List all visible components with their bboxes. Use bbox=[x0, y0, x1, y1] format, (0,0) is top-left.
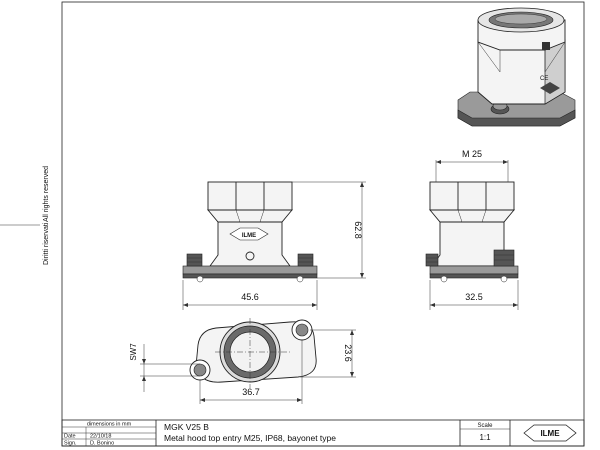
dim-front-height: 62.8 bbox=[292, 181, 366, 279]
svg-text:ILME: ILME bbox=[540, 429, 560, 438]
side-view bbox=[425, 181, 519, 283]
dim-top-height: 23.6 bbox=[300, 329, 356, 378]
top-view bbox=[189, 318, 317, 388]
dim-front-width: 45.6 bbox=[182, 280, 318, 310]
dim-side-thread: M 25 bbox=[435, 149, 509, 182]
dim-front-width-value: 45.6 bbox=[241, 292, 259, 302]
svg-text:ILME: ILME bbox=[242, 233, 256, 239]
front-view: ILME bbox=[182, 181, 318, 283]
title-logo: ILME bbox=[523, 424, 577, 442]
side-note-rights-en: All rights reserved bbox=[43, 166, 50, 222]
dim-wrench: SW7 bbox=[129, 343, 200, 392]
title-units-note: dimensions in mm bbox=[87, 422, 132, 428]
dim-top-width-value: 36.7 bbox=[242, 387, 260, 397]
side-note-rights-it: Diritti riservati bbox=[43, 222, 50, 265]
dim-side-width-value: 32.5 bbox=[465, 292, 483, 302]
title-sign-label: Sign. bbox=[64, 441, 77, 447]
dim-wrench-value: SW7 bbox=[129, 343, 138, 361]
title-product-desc: Metal hood top entry M25, IP68, bayonet … bbox=[164, 433, 336, 443]
title-sign-value: D. Bonino bbox=[90, 441, 114, 447]
dim-side-width: 32.5 bbox=[429, 280, 519, 310]
isometric-view: CE bbox=[457, 7, 576, 127]
title-scale-label: Scale bbox=[477, 423, 493, 429]
title-date-value: 22/10/18 bbox=[90, 434, 111, 440]
title-scale-value: 1:1 bbox=[479, 433, 491, 442]
title-product-code: MGK V25 B bbox=[164, 422, 209, 432]
title-date-label: Date bbox=[64, 434, 76, 440]
dim-top-width: 36.7 bbox=[199, 340, 303, 404]
dim-side-thread-value: M 25 bbox=[462, 149, 482, 159]
dim-top-height-value: 23.6 bbox=[343, 344, 353, 362]
title-block: dimensions in mm Date 22/10/18 Sign. D. … bbox=[61, 419, 585, 447]
front-body-logo: ILME bbox=[229, 227, 269, 241]
dim-front-height-value: 62.8 bbox=[353, 221, 363, 239]
iso-ce-mark: CE bbox=[540, 76, 548, 82]
